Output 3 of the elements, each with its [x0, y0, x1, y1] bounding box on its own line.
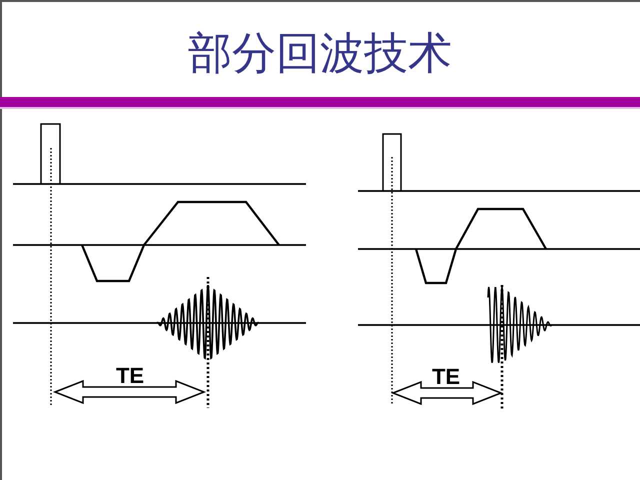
slide-title: 部分回波技术	[188, 27, 452, 81]
dimension-label: TE	[116, 364, 144, 388]
dimension-label: TE	[432, 365, 460, 389]
